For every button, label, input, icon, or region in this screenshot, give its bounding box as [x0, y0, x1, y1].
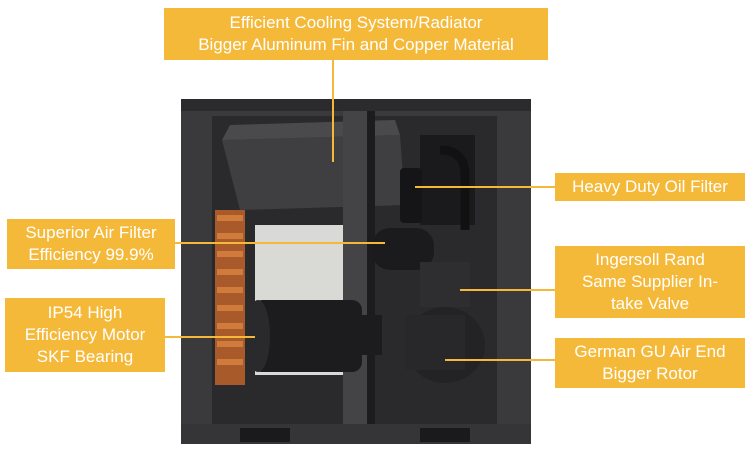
center-pillar [343, 111, 367, 424]
air-filter-line-1: Superior Air Filter [25, 223, 157, 242]
air-end-line-1: German GU Air End [574, 342, 726, 361]
cooling-system-callout: Efficient Cooling System/Radiator Bigger… [164, 8, 548, 60]
radiator-housing [222, 135, 405, 210]
intake-valve-line-2: Same Supplier In- [581, 272, 719, 291]
intake-valve-line-3: take Valve [610, 294, 690, 313]
oil-filter-callout: Heavy Duty Oil Filter [555, 173, 745, 201]
oil-filter-line-1: Heavy Duty Oil Filter [572, 177, 728, 196]
air-end-callout: German GU Air End Bigger Rotor [555, 338, 745, 388]
air-end [405, 307, 485, 383]
cabinet-base [181, 424, 531, 444]
air-filter [372, 228, 434, 270]
intake-valve [420, 262, 470, 307]
orange-vent-panel [215, 210, 245, 385]
intake-valve-callout: Ingersoll Rand Same Supplier In- take Va… [555, 246, 745, 318]
cooling-line-2: Bigger Aluminum Fin and Copper Material [198, 35, 514, 54]
air-end-line-2: Bigger Rotor [602, 364, 698, 383]
motor [246, 300, 382, 372]
oil-filter [400, 168, 422, 223]
motor-line-3: SKF Bearing [36, 347, 134, 366]
leader-lines [165, 60, 555, 361]
cooling-line-1: Efficient Cooling System/Radiator [229, 13, 483, 32]
motor-line-1: IP54 High [47, 303, 123, 322]
motor-line-2: Efficiency Motor [24, 325, 146, 344]
intake-valve-line-1: Ingersoll Rand [595, 250, 705, 269]
air-filter-line-2: Efficiency 99.9% [28, 245, 154, 264]
motor-callout: IP54 High Efficiency Motor SKF Bearing [5, 298, 165, 372]
air-filter-callout: Superior Air Filter Efficiency 99.9% [7, 219, 175, 269]
